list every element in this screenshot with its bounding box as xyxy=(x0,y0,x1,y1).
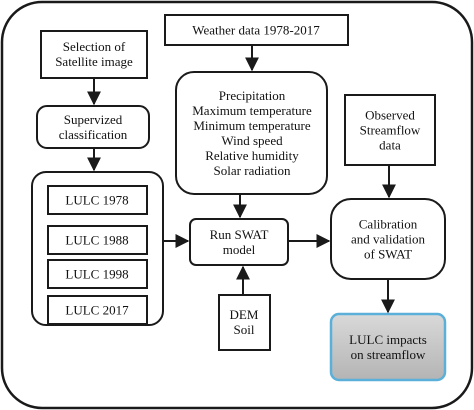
lulc-1988-line: LULC 1988 xyxy=(65,233,128,248)
lulc-2017-line: LULC 2017 xyxy=(65,303,129,318)
impacts-line: on streamflow xyxy=(351,347,426,362)
weather-box xyxy=(164,14,349,46)
observed-box xyxy=(344,94,436,166)
lulc-1988-label: LULC 1988 xyxy=(65,233,128,248)
satellite-line: Selection of xyxy=(63,39,126,54)
observed-line: Streamflow xyxy=(360,123,421,138)
supervized-line: classification xyxy=(59,127,128,142)
lulc-1978-label: LULC 1978 xyxy=(65,193,128,208)
impacts-box xyxy=(329,312,447,382)
calibration-line: and validation xyxy=(351,232,426,247)
climate-vars-line: Maximum temperature xyxy=(192,103,312,118)
lulc-1998-label: LULC 1998 xyxy=(65,267,128,282)
dem-soil-line: DEM xyxy=(230,307,259,322)
dem-soil-line: Soil xyxy=(234,322,255,337)
calibration-line: Calibration xyxy=(359,217,418,232)
observed-line: Observed xyxy=(365,108,415,123)
climate-vars-line: Solar radiation xyxy=(214,163,291,178)
lulc-1988-box xyxy=(47,225,148,255)
climate-vars-box xyxy=(175,71,328,195)
lulc-2017-label: LULC 2017 xyxy=(65,303,129,318)
run-swat-line: Run SWAT xyxy=(210,227,269,242)
satellite-line: Satellite image xyxy=(55,54,133,69)
climate-vars-line: Precipitation xyxy=(219,88,286,103)
climate-vars-line: Minimum temperature xyxy=(193,118,311,133)
lulc-1978-box xyxy=(47,185,148,215)
observed-line: data xyxy=(379,138,401,153)
run-swat-line: model xyxy=(223,242,256,257)
weather-line: Weather data 1978-2017 xyxy=(192,23,320,38)
satellite-box xyxy=(40,30,148,79)
dem-soil-box xyxy=(218,294,271,351)
lulc-1998-box xyxy=(47,259,148,289)
supervized-line: Supervized xyxy=(64,112,123,127)
calibration-line: of SWAT xyxy=(364,247,412,262)
lulc-2017-box xyxy=(47,295,148,325)
lulc-1978-line: LULC 1978 xyxy=(65,193,128,208)
weather-label: Weather data 1978-2017 xyxy=(192,23,320,38)
impacts-line: LULC impacts xyxy=(349,332,427,347)
climate-vars-line: Wind speed xyxy=(221,133,283,148)
climate-vars-line: Relative humidity xyxy=(205,148,299,163)
lulc-1998-line: LULC 1998 xyxy=(65,267,128,282)
